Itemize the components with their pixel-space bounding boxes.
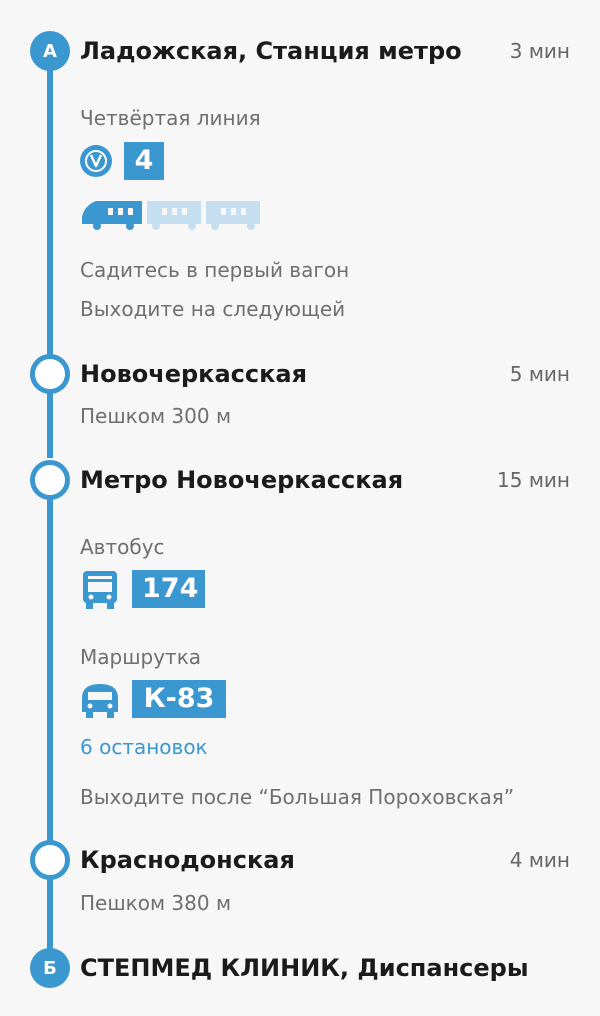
stop-name-destination[interactable]: СТЕПМЕД КЛИНИК, Диспансеры <box>80 954 529 982</box>
end-marker: Б <box>30 948 70 988</box>
stop-name[interactable]: Метро Новочеркасская <box>80 466 404 494</box>
stop-name[interactable]: Новочеркасская <box>80 360 308 388</box>
stop-time: 5 мин <box>509 362 570 386</box>
transit-exit-hint: Выходите после “Большая Пороховская” <box>80 785 515 809</box>
route-line-transit <box>47 497 53 843</box>
bus-route-badge[interactable]: 174 <box>132 570 205 608</box>
stop-marker <box>30 840 70 880</box>
stops-count-link[interactable]: 6 остановок <box>80 735 208 759</box>
minibus-route-badge[interactable]: К-83 <box>132 680 226 718</box>
route-line-metro <box>47 60 53 360</box>
start-marker: A <box>30 31 70 71</box>
minibus-icon <box>80 680 120 720</box>
stop-marker <box>30 460 70 500</box>
stop-name[interactable]: Краснодонская <box>80 846 295 874</box>
route-line-walk-1 <box>47 390 53 458</box>
metro-exit-hint: Выходите на следующей <box>80 297 346 321</box>
metro-line-name: Четвёртая линия <box>80 106 261 130</box>
walk-distance: Пешком 380 м <box>80 891 232 915</box>
stop-time: 4 мин <box>509 848 570 872</box>
stop-time-start: 3 мин <box>509 39 570 63</box>
minibus-type-label: Маршрутка <box>80 645 202 669</box>
metro-line-badge: 4 <box>124 142 164 180</box>
metro-icon <box>80 145 112 177</box>
route-line-walk-2 <box>47 876 53 952</box>
stop-marker <box>30 354 70 394</box>
stop-name-start[interactable]: Ладожская, Станция метро <box>80 37 462 65</box>
train-icon <box>80 198 262 232</box>
boarding-hint: Садитесь в первый вагон <box>80 258 350 282</box>
bus-icon <box>80 570 120 610</box>
bus-type-label: Автобус <box>80 535 165 559</box>
walk-distance: Пешком 300 м <box>80 404 232 428</box>
stop-time: 15 мин <box>497 468 570 492</box>
